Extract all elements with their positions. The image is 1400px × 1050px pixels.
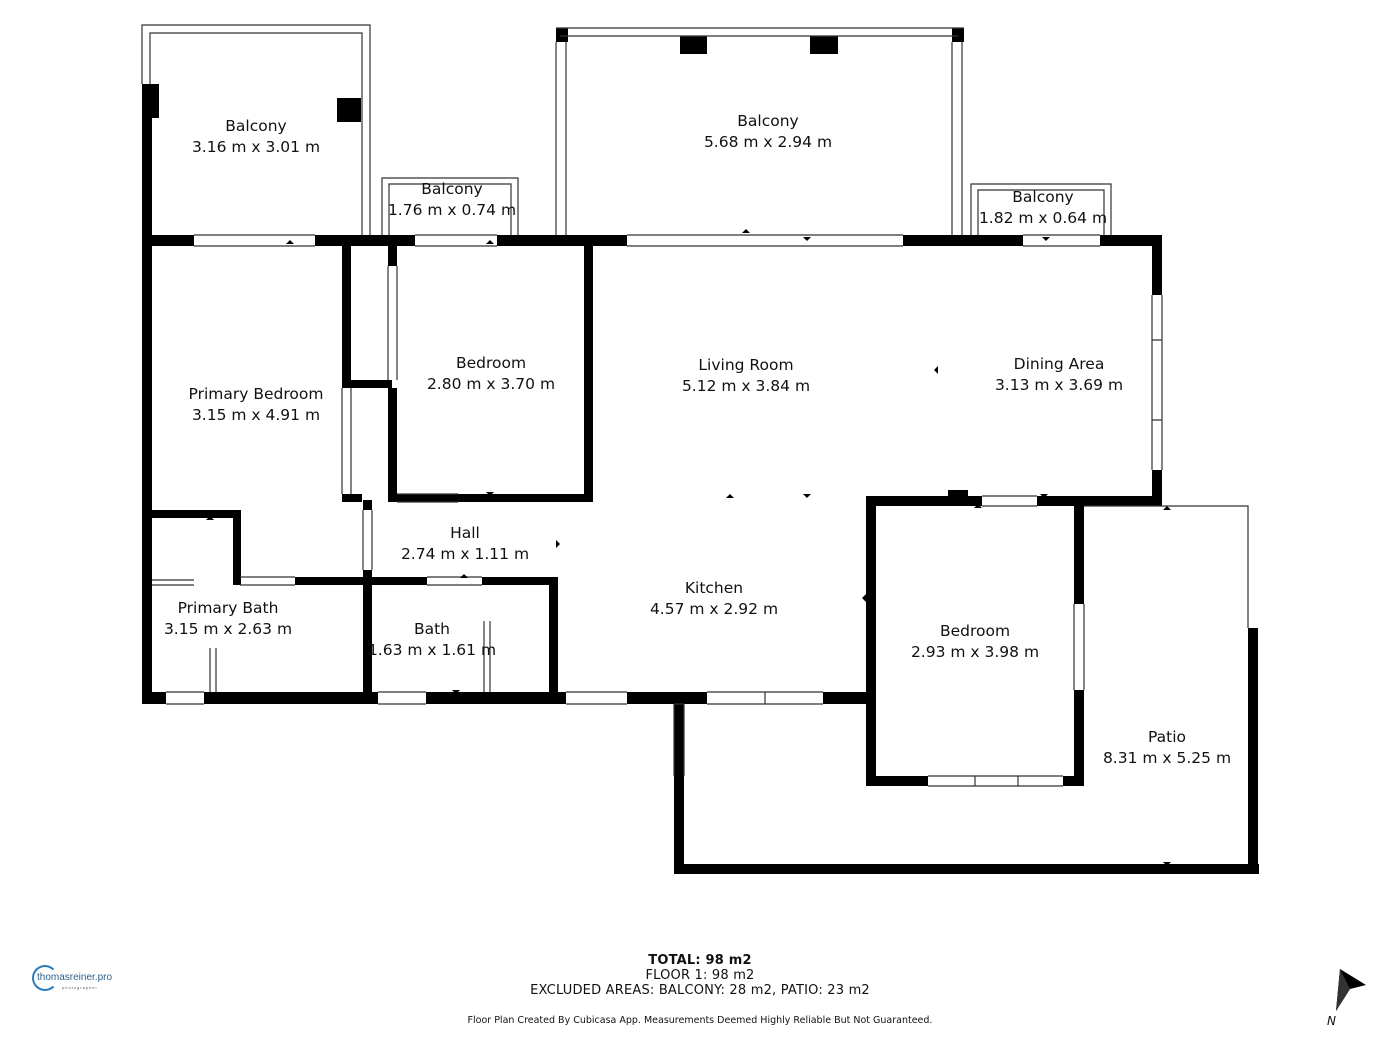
room-label-living-room: Living Room 5.12 m x 3.84 m bbox=[682, 355, 810, 397]
room-name: Kitchen bbox=[684, 579, 744, 597]
room-label-bath: Bath 1.63 m x 1.61 m bbox=[368, 619, 496, 661]
room-label-dining-area: Dining Area 3.13 m x 3.69 m bbox=[995, 354, 1123, 396]
room-dimensions: 2.93 m x 3.98 m bbox=[910, 643, 1040, 661]
room-name: Dining Area bbox=[1013, 355, 1105, 373]
room-dimensions: 5.12 m x 3.84 m bbox=[681, 377, 811, 395]
room-label-balcony-4: Balcony 1.82 m x 0.64 m bbox=[979, 187, 1107, 229]
room-name: Primary Bath bbox=[177, 599, 279, 617]
room-dimensions: 3.15 m x 2.63 m bbox=[163, 620, 293, 638]
logo-text: thomasreiner.pro bbox=[37, 972, 113, 983]
room-name: Patio bbox=[1147, 728, 1187, 746]
room-label-balcony-1: Balcony 3.16 m x 3.01 m bbox=[192, 116, 320, 158]
disclaimer: Floor Plan Created By Cubicasa App. Meas… bbox=[467, 1015, 933, 1026]
compass-label: N bbox=[1327, 1014, 1336, 1028]
logo-ring-icon bbox=[32, 965, 58, 991]
north-arrow-icon bbox=[1336, 969, 1366, 1011]
room-dimensions: 2.80 m x 3.70 m bbox=[426, 375, 556, 393]
total-area: TOTAL: 98 m2 bbox=[648, 953, 752, 968]
room-label-bedroom-1: Bedroom 2.80 m x 3.70 m bbox=[427, 353, 555, 395]
room-name: Hall bbox=[450, 524, 480, 542]
room-name: Living Room bbox=[698, 356, 794, 374]
room-dimensions: 8.31 m x 5.25 m bbox=[1102, 749, 1232, 767]
room-label-balcony-2: Balcony 5.68 m x 2.94 m bbox=[704, 111, 832, 153]
room-dimensions: 3.13 m x 3.69 m bbox=[994, 376, 1124, 394]
room-label-kitchen: Kitchen 4.57 m x 2.92 m bbox=[650, 578, 778, 620]
walls bbox=[142, 28, 1259, 874]
excluded-areas: EXCLUDED AREAS: BALCONY: 28 m2, PATIO: 2… bbox=[530, 983, 870, 998]
room-dimensions: 1.63 m x 1.61 m bbox=[367, 641, 497, 659]
markers bbox=[206, 229, 1171, 866]
room-label-primary-bedroom: Primary Bedroom 3.15 m x 4.91 m bbox=[189, 384, 324, 426]
photographer-logo: thomasreiner.pro photographer bbox=[32, 963, 122, 997]
room-dimensions: 3.16 m x 3.01 m bbox=[191, 138, 321, 156]
room-label-patio: Patio 8.31 m x 5.25 m bbox=[1103, 727, 1231, 769]
room-dimensions: 5.68 m x 2.94 m bbox=[703, 133, 833, 151]
area-summary: TOTAL: 98 m2 FLOOR 1: 98 m2 EXCLUDED ARE… bbox=[530, 953, 870, 998]
room-dimensions: 2.74 m x 1.11 m bbox=[400, 545, 530, 563]
floor-area: FLOOR 1: 98 m2 bbox=[645, 968, 755, 983]
room-name: Balcony bbox=[1012, 188, 1074, 206]
north-compass: N bbox=[1318, 965, 1378, 1035]
room-dimensions: 4.57 m x 2.92 m bbox=[649, 600, 779, 618]
room-label-hall: Hall 2.74 m x 1.11 m bbox=[401, 523, 529, 565]
room-name: Balcony bbox=[225, 117, 287, 135]
room-label-primary-bath: Primary Bath 3.15 m x 2.63 m bbox=[164, 598, 292, 640]
room-dimensions: 1.82 m x 0.64 m bbox=[978, 209, 1108, 227]
room-dimensions: 1.76 m x 0.74 m bbox=[387, 201, 517, 219]
room-name: Primary Bedroom bbox=[188, 385, 324, 403]
room-label-bedroom-2: Bedroom 2.93 m x 3.98 m bbox=[911, 621, 1039, 663]
thin-lines bbox=[141, 24, 1249, 787]
room-label-balcony-3: Balcony 1.76 m x 0.74 m bbox=[388, 179, 516, 221]
room-name: Bedroom bbox=[939, 622, 1011, 640]
room-name: Balcony bbox=[421, 180, 483, 198]
logo-subtext: photographer bbox=[62, 985, 98, 990]
room-dimensions: 3.15 m x 4.91 m bbox=[191, 406, 321, 424]
room-name: Bedroom bbox=[455, 354, 527, 372]
room-name: Balcony bbox=[737, 112, 799, 130]
room-name: Bath bbox=[413, 620, 451, 638]
